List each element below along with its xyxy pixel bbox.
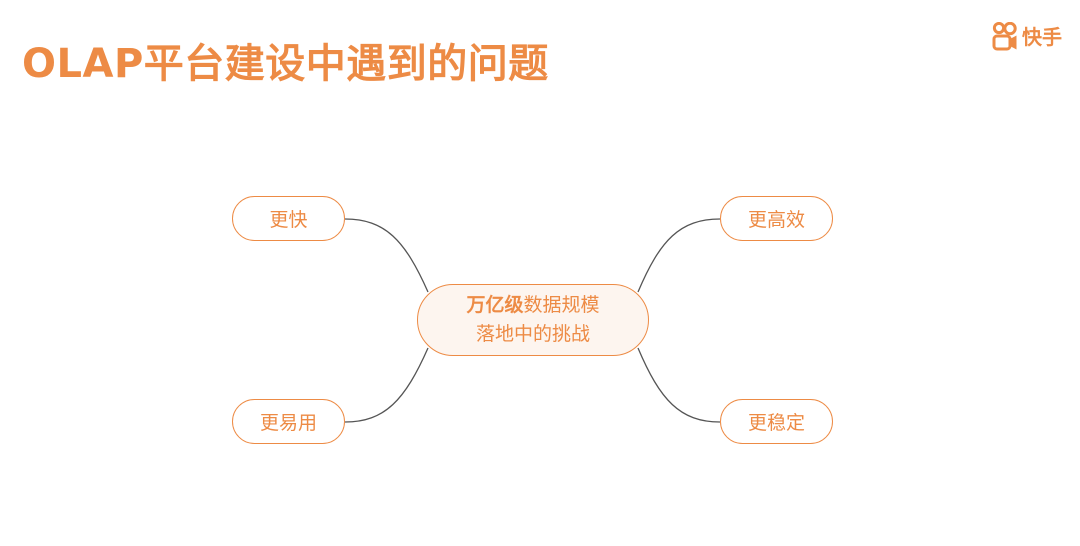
- slide-title: OLAP平台建设中遇到的问题: [22, 41, 549, 87]
- center-line-2: 落地中的挑战: [475, 323, 590, 345]
- branch-label: 更易用: [259, 412, 317, 434]
- connector-top-left: [344, 218, 429, 293]
- branch-node-more-efficient: 更高效: [720, 196, 833, 241]
- branch-node-easier-to-use: 更易用: [232, 399, 345, 444]
- kuaishou-logo-icon: [992, 22, 1017, 51]
- branch-label: 更高效: [747, 209, 805, 231]
- center-line-1: 万亿级数据规模: [466, 291, 599, 320]
- center-emphasis: 万亿级: [466, 294, 524, 316]
- branch-node-faster: 更快: [232, 196, 345, 241]
- branch-label: 更稳定: [747, 412, 805, 434]
- brand-name: 快手: [1022, 25, 1062, 49]
- branch-label: 更快: [269, 209, 308, 231]
- connector-bottom-right: [637, 347, 721, 423]
- connector-top-right: [637, 218, 721, 293]
- center-text: 数据规模: [523, 294, 600, 316]
- center-node: 万亿级数据规模 落地中的挑战: [417, 284, 649, 356]
- branch-node-more-stable: 更稳定: [720, 399, 833, 444]
- brand-logo: 快手: [992, 22, 1062, 52]
- connector-bottom-left: [344, 347, 429, 423]
